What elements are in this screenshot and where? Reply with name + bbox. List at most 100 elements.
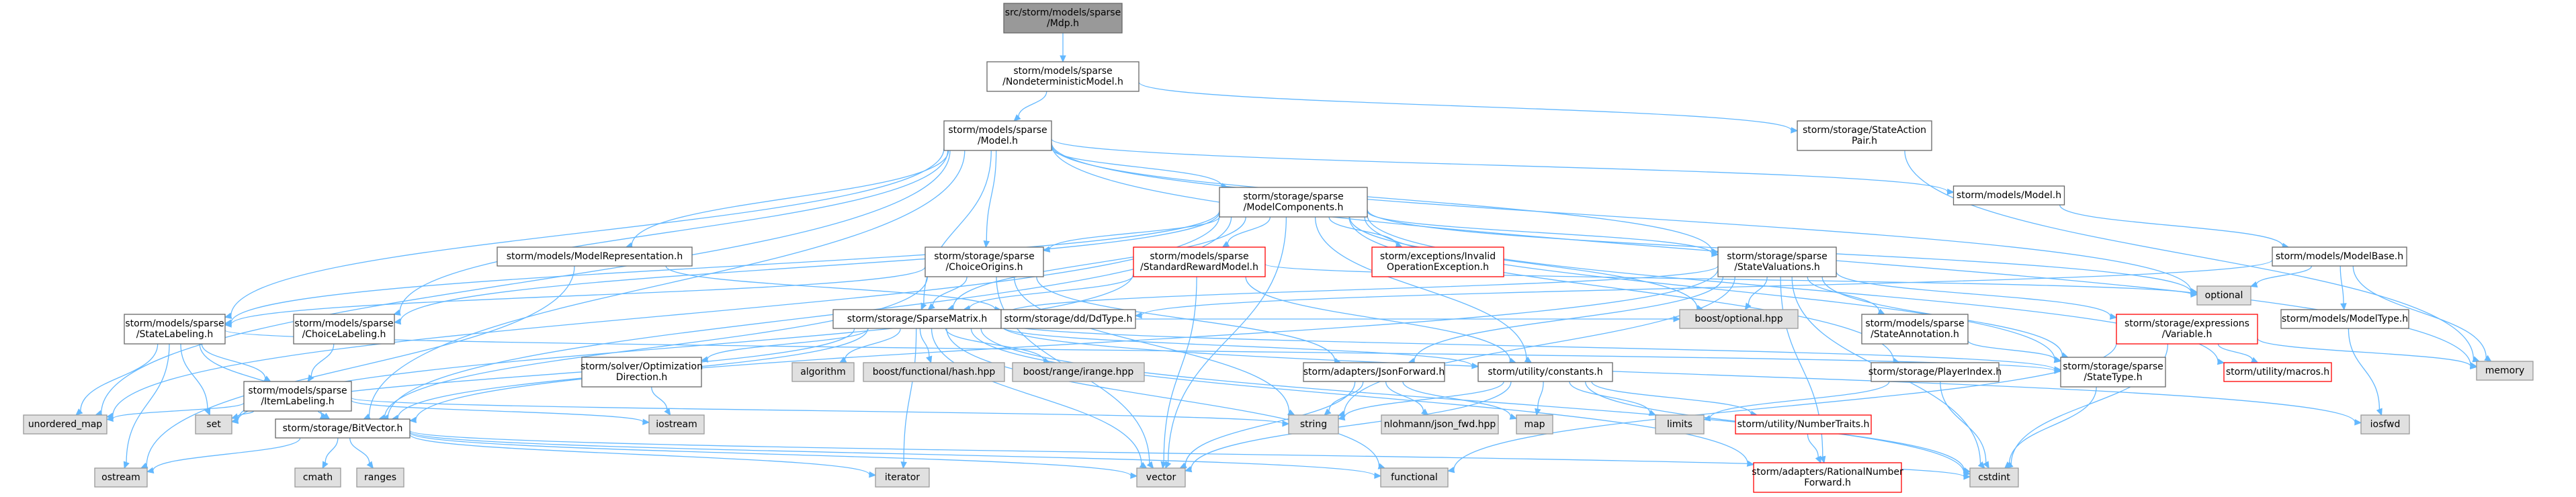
node-label-line: /StateLabeling.h <box>136 329 214 340</box>
edge-line <box>318 410 325 416</box>
node-ddtype[interactable]: storm/storage/dd/DdType.h <box>1000 309 1136 329</box>
edge-line <box>2008 386 2097 465</box>
edge-arrowhead <box>1524 356 1533 363</box>
node-modelbase[interactable]: storm/models/ModelBase.h <box>2272 246 2407 267</box>
node-sparsematrix[interactable]: storm/storage/SparseMatrix.h <box>832 309 1002 329</box>
include-edge-mc-to-choiceorig <box>1042 216 1220 253</box>
edge-line <box>2217 343 2253 361</box>
edge-arrowhead <box>2217 358 2225 365</box>
node-mc[interactable]: storm/storage/sparse/ModelComponents.h <box>1219 187 1368 218</box>
edge-line <box>80 343 159 412</box>
node-modeltype[interactable]: storm/models/ModelType.h <box>2280 309 2409 329</box>
include-edge-model-to-sparsematrix <box>920 150 992 311</box>
node-box <box>1219 187 1368 218</box>
node-modelrep[interactable]: storm/models/ModelRepresentation.h <box>497 246 693 267</box>
edge-arrowhead <box>393 309 401 316</box>
node-nondet[interactable]: storm/models/sparse/NondeterministicMode… <box>986 61 1140 92</box>
edge-line <box>351 400 644 422</box>
node-box <box>124 314 226 345</box>
edge-arrowhead <box>1337 414 1346 421</box>
edge-line <box>1000 324 2356 422</box>
node-numtraits[interactable]: storm/utility/NumberTraits.h <box>1735 414 1872 435</box>
node-mdp[interactable]: src/storm/models/sparse/Mdp.h <box>1003 3 1123 34</box>
node-box <box>863 362 1005 382</box>
include-edge-sparsematrix-to-iosfwd <box>1000 324 2362 426</box>
node-jsonfwd[interactable]: storm/adapters/JsonForward.h <box>1303 362 1445 382</box>
node-label-line: storm/storage/dd/DdType.h <box>1004 314 1133 324</box>
include-edge-sparsematrix-to-vector <box>931 328 1148 469</box>
node-model[interactable]: storm/models/sparse/Model.h <box>943 120 1052 151</box>
edge-line <box>2257 338 2471 367</box>
node-label-line: /StandardRewardModel.h <box>1140 262 1258 273</box>
edge-line <box>146 265 575 466</box>
include-edge-itemlab-to-bitvector <box>318 410 331 420</box>
include-edge-stateval-to-expvar <box>1836 271 2118 320</box>
include-edge-solveropt-to-iostream <box>651 386 671 416</box>
node-optional: optional <box>2196 285 2251 306</box>
node-playerindex[interactable]: storm/storage/PlayerIndex.h <box>1869 362 2002 382</box>
edge-line <box>986 150 997 242</box>
edge-arrowhead <box>2109 313 2118 320</box>
include-edge-itemlab-to-umap <box>105 402 245 422</box>
node-box <box>1303 362 1445 382</box>
node-box <box>1655 414 1705 435</box>
node-label-line: algorithm <box>800 367 846 377</box>
node-choiceorig[interactable]: storm/storage/sparse/ChoiceOrigins.h <box>925 246 1044 277</box>
node-expvar[interactable]: storm/storage/expressions/Variable.h <box>2116 314 2258 345</box>
node-nlohmann: nlohmann/json_fwd.hpp <box>1381 414 1499 435</box>
node-modelh[interactable]: storm/models/Model.h <box>1952 185 2065 206</box>
node-srm[interactable]: storm/models/sparse/StandardRewardModel.… <box>1133 246 1266 277</box>
node-stateval[interactable]: storm/storage/sparse/StateValuations.h <box>1717 246 1837 277</box>
include-edge-modelh-to-modelbase <box>2059 204 2290 249</box>
node-statetype[interactable]: storm/storage/sparse/StateType.h <box>2060 357 2166 388</box>
include-edge-playerindex-to-cstdint <box>1940 381 1989 469</box>
node-box <box>1735 414 1872 435</box>
edge-arrowhead <box>204 408 211 416</box>
node-umap: unordered_map <box>23 414 108 435</box>
node-statanno[interactable]: storm/models/sparse/StateAnnotation.h <box>1861 314 1969 345</box>
edge-arrowhead <box>2376 408 2382 416</box>
edge-arrowhead <box>1139 461 1148 469</box>
edge-arrowhead <box>2472 356 2481 363</box>
edge-line <box>310 343 335 377</box>
node-macros[interactable]: storm/utility/macros.h <box>2223 362 2332 382</box>
edge-line <box>1264 263 2192 295</box>
node-constants[interactable]: storm/utility/constants.h <box>1477 362 1613 382</box>
node-boostirange: boost/range/irange.hpp <box>1012 362 1145 382</box>
edge-arrowhead <box>123 461 130 469</box>
node-bitvector[interactable]: storm/storage/BitVector.h <box>275 418 411 439</box>
edge-line <box>953 216 1246 308</box>
include-edge-statanno-to-statetype <box>1967 340 2062 363</box>
node-invop[interactable]: storm/exceptions/InvalidOperationExcepti… <box>1371 246 1504 277</box>
node-label-line: cmath <box>303 472 333 483</box>
edge-line <box>1349 216 1698 308</box>
node-label-line: boost/optional.hpp <box>1694 314 1783 324</box>
edge-line <box>1385 381 1424 412</box>
include-edge-statelab-to-ostream <box>123 343 170 469</box>
node-box <box>1371 246 1504 277</box>
edge-arrowhead <box>1374 472 1382 480</box>
edge-line <box>1000 322 2055 370</box>
include-edge-choiceorig-to-sparsematrix <box>927 276 968 310</box>
edge-arrowhead <box>393 318 402 325</box>
node-label-line: storm/storage/PlayerIndex.h <box>1869 367 2002 377</box>
edge-arrowhead <box>307 374 314 383</box>
node-label-line: ostream <box>101 472 140 483</box>
include-edge-sparsematrix-to-iterator <box>900 328 917 469</box>
edge-line <box>2352 265 2487 358</box>
node-label-line: ranges <box>364 472 396 483</box>
edge-line <box>1967 340 2055 360</box>
edge-line <box>1343 276 1735 414</box>
edge-arrowhead <box>1744 302 1752 311</box>
node-choicelab[interactable]: storm/models/sparse/ChoiceLabeling.h <box>293 314 395 345</box>
include-edge-modeltype-to-iosfwd <box>2348 328 2382 416</box>
node-itemlab[interactable]: storm/models/sparse/ItemLabeling.h <box>243 381 352 412</box>
include-edge-model-to-choiceorig <box>983 150 997 248</box>
edge-arrowhead <box>1324 408 1332 416</box>
node-box <box>2060 357 2166 388</box>
edge-line <box>931 328 1142 465</box>
node-statelab[interactable]: storm/models/sparse/StateLabeling.h <box>124 314 226 345</box>
